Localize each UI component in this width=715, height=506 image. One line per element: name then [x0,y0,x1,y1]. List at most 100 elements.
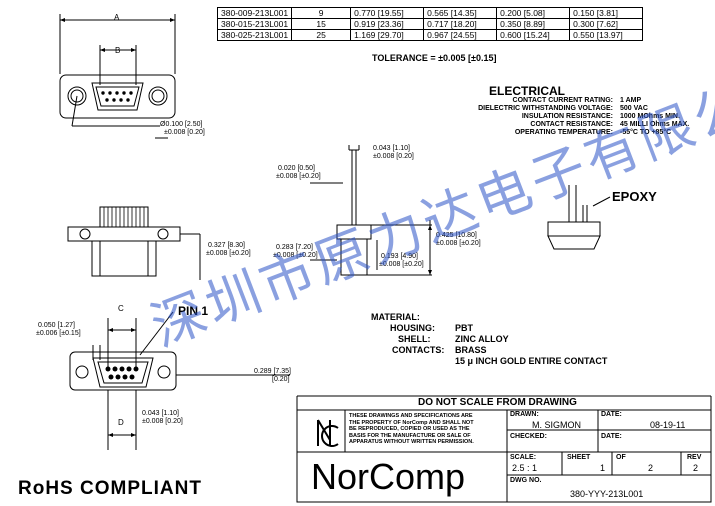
scale-label: SCALE: [510,454,537,461]
title-block [296,409,712,503]
dim-letter-c: C [118,304,124,313]
notice-line: APPARATUS WITHOUT WRITTEN PERMISSION. [349,439,474,445]
material-value: PBT [455,323,473,333]
dim-label: ±0.008 [0.20] [142,418,183,425]
table-cell: 380-025-213L001 [216,29,293,41]
table-cell: 0.717 [18.20] [423,18,498,30]
dim-label: [0.20] [272,376,290,383]
table-cell: 380-015-213L001 [216,18,293,30]
table-cell: 0.919 [23.36] [350,18,425,30]
material-label: CONTACTS: [392,345,445,355]
drawn-value: M. SIGMON [532,420,581,430]
pin1-label: PIN 1 [178,304,209,318]
dim-label: ±0.008 [±0.20] [273,252,318,259]
side-view-body-right [547,221,601,237]
nc-logo-icon [317,419,339,447]
material-label: HOUSING: [390,323,435,333]
table-cell: 0.967 [24.55] [423,29,498,41]
table-cell: 0.600 [15.24] [496,29,571,41]
electrical-value: 500 VAC [620,105,648,112]
dim-label: 0.020 [0.50] [278,165,315,172]
electrical-heading: ELECTRICAL [489,84,565,98]
electrical-label: CONTACT CURRENT RATING: [512,97,613,104]
material-value: BRASS [455,345,487,355]
dim-label: ±0.008 [0.20] [164,129,205,136]
dim-label: ±0.008 [±0.20] [276,173,321,180]
mount-hole-left [67,86,87,106]
dim-letter-a: A [114,13,120,22]
dimension-table: 380-009-213L001 9 0.770 [19.55] 0.565 [1… [216,7,644,41]
table-cell: 0.350 [8.89] [496,18,571,30]
dim-label: 0.283 [7.20] [276,244,313,251]
d-sub-shell [91,82,144,111]
electrical-value: -55°C TO +85°C [620,129,672,136]
material-heading: MATERIAL: [371,312,420,322]
date-value: 08-19-11 [650,420,686,430]
dim-label: 0.043 [1.10] [373,145,410,152]
notice-line: THESE DRAWINGS AND SPECIFICATIONS ARE [349,413,473,419]
electrical-value: 1000 MOhms MIN. [620,113,680,120]
material-value: ZINC ALLOY [455,334,509,344]
electrical-label: OPERATING TEMPERATURE: [514,129,613,136]
electrical-label: INSULATION RESISTANCE: [521,113,613,120]
tolerance-note: TOLERANCE = ±0.005 [±0.15] [372,53,497,63]
dim-label: 0.425 [10.80] [436,232,477,239]
table-cell: 0.770 [19.55] [350,7,425,19]
notice-line: BASIS FOR THE MANUFACTURE OR SALE OF [349,432,471,439]
of-value: 2 [648,463,654,473]
dim-label: 0.050 [1.27] [38,322,75,329]
of-label: OF [616,454,626,461]
epoxy-label: EPOXY [612,189,657,204]
dim-label: Ø0.100 [2.50] [160,121,203,128]
electrical-value: 1 AMP [620,97,642,104]
notice-line: BE REPRODUCED, COPIED OR USED AS THE [349,426,470,432]
scale-value: 2.5 : 1 [512,463,538,473]
table-cell: 15 [291,18,352,30]
sheet-label: SHEET [567,454,591,461]
electrical-label: CONTACT RESISTANCE: [530,121,613,128]
pin1-shell [92,357,154,388]
table-cell: 0.150 [3.81] [569,7,644,19]
drawn-label: DRAWN: [510,411,539,418]
table-row: 380-009-213L001 9 0.770 [19.55] 0.565 [1… [216,7,644,19]
dim-label: 0.289 [7.35] [254,368,291,375]
dim-label: 0.193 [4.90] [381,253,418,260]
dim-label: ±0.008 [0.20] [373,153,414,160]
table-cell: 0.565 [14.35] [423,7,498,19]
date-label: DATE: [601,411,622,418]
dim-label: ±0.006 [±0.15] [36,330,81,337]
electrical-label: DIELECTRIC WITHSTANDING VOLTAGE: [478,105,613,112]
norcomp-brand: NorComp [311,456,466,497]
dim-letter-b: B [115,46,121,55]
rev-value: 2 [693,463,699,473]
sheet-value: 1 [600,463,606,473]
rohs-compliant: RoHS COMPLIANT [18,478,202,499]
table-cell: 0.200 [5.08] [496,7,571,19]
table-cell: 0.300 [7.62] [569,18,644,30]
date2-label: DATE: [601,433,622,440]
table-cell: 25 [291,29,352,41]
electrical-value: 45 MILLI Ohms MAX. [620,121,690,128]
table-cell: 0.550 [13.97] [569,29,644,41]
plating-spec: 15 μ INCH GOLD ENTIRE CONTACT [455,356,608,366]
table-cell: 9 [291,7,352,19]
material-label: SHELL: [398,334,431,344]
dim-label: ±0.008 [±0.20] [436,240,481,247]
table-row: 380-015-213L001 15 0.919 [23.36] 0.717 [… [216,18,644,30]
table-cell: 380-009-213L001 [216,7,293,19]
dim-label: ±0.008 [±0.20] [379,261,424,268]
dwg-label: DWG NO. [510,477,542,484]
connector-front-flange [59,74,176,119]
scale-note: DO NOT SCALE FROM DRAWING [418,397,577,408]
table-row: 380-025-213L001 25 1.169 [29.70] 0.967 [… [216,29,644,41]
table-cell: 1.169 [29.70] [350,29,425,41]
dim-label: 0.327 [8.30] [208,242,245,249]
dim-letter-d: D [118,418,124,427]
connector-front-lower [69,351,177,391]
rev-label: REV [687,454,702,461]
dim-label: ±0.008 [±0.20] [206,250,251,257]
notice-line: THE PROPERTY OF NorComp AND SHALL NOT [349,419,474,426]
dim-label: 0.043 [1.10] [142,410,179,417]
checked-label: CHECKED: [510,433,547,440]
